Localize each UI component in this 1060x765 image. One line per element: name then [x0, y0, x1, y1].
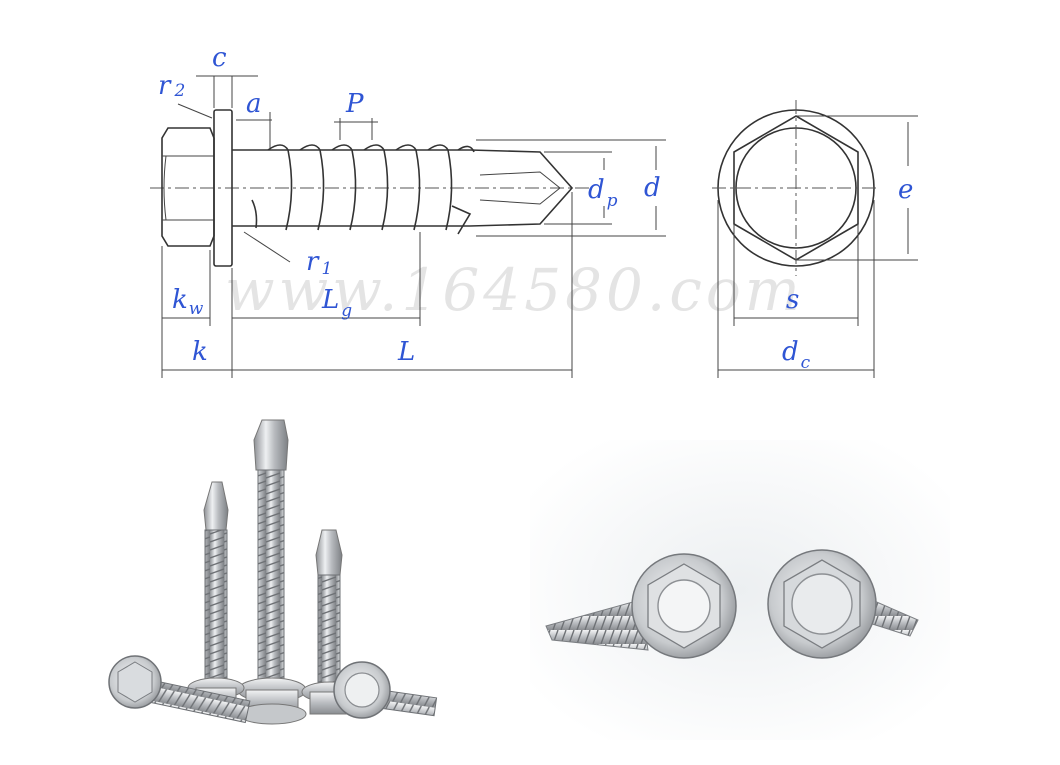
dim-label-kw: kw — [172, 285, 204, 319]
watermark-text: www.164580.com — [225, 256, 804, 324]
photo-background — [530, 440, 950, 740]
photo-hex-heads — [530, 440, 950, 740]
right-screw-thread — [317, 574, 341, 686]
end-view-drawing — [712, 100, 880, 276]
dim-label-P: P — [345, 89, 364, 119]
dim-label-e: e — [898, 175, 913, 205]
left-screw-thread — [204, 529, 228, 681]
left-head-screw-shank — [545, 599, 649, 651]
drill-point — [469, 149, 574, 227]
photo-standing-screws — [108, 419, 438, 725]
tall-screw-thread — [257, 469, 285, 681]
washer-flange — [213, 109, 233, 267]
dim-label-c: c — [212, 43, 227, 73]
dim-label-k: k — [192, 337, 208, 367]
lying-screw-right — [333, 661, 438, 719]
hex-head-outline — [161, 127, 215, 247]
dim-label-a: a — [246, 89, 262, 119]
dim-label-d: d — [644, 173, 661, 203]
side-view-drawing — [150, 109, 590, 267]
thread-helix — [251, 144, 475, 231]
dim-label-s: s — [786, 285, 799, 315]
dim-label-L: L — [397, 337, 415, 367]
lying-screw-left — [108, 655, 251, 724]
tall-screw-drill-point — [253, 419, 289, 471]
